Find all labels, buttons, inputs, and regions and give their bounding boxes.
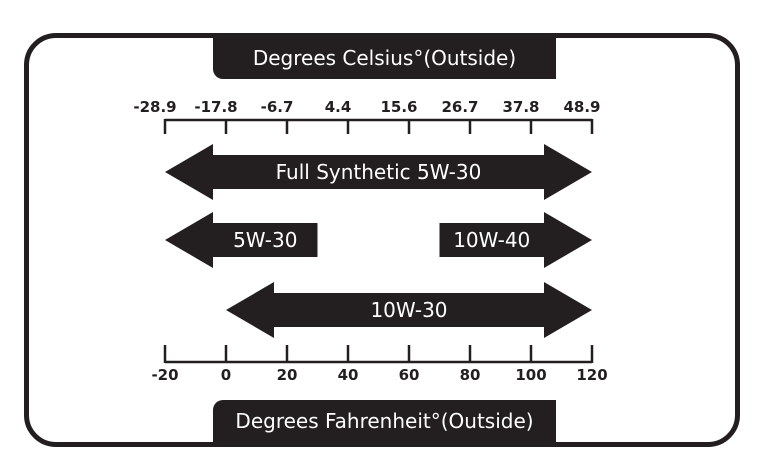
celsius-tick: 26.7 [441, 98, 479, 134]
celsius-tick: 15.6 [380, 98, 418, 134]
fahrenheit-tick: 120 [576, 345, 608, 384]
arrow-shape [226, 282, 592, 338]
fahrenheit-tick: 100 [515, 345, 547, 384]
celsius-tick: -17.8 [194, 98, 238, 134]
oil-range-arrow: 10W-30 [226, 282, 592, 338]
fahrenheit-tick: 40 [338, 345, 359, 384]
fahrenheit-tick: 0 [221, 345, 231, 384]
fahrenheit-tick-label: -20 [151, 366, 178, 384]
celsius-tick: -6.7 [261, 98, 294, 134]
celsius-tick: 48.9 [563, 98, 601, 134]
oil-label: 10W-40 [453, 228, 530, 252]
fahrenheit-tick-label: 40 [338, 366, 359, 384]
fahrenheit-tick-label: 20 [277, 366, 298, 384]
celsius-tick: 4.4 [325, 98, 352, 134]
celsius-tick-label: -28.9 [133, 98, 176, 116]
oil-range-arrow: 10W-40 [439, 212, 592, 268]
oil-label: 5W-30 [233, 228, 297, 252]
fahrenheit-tick: 80 [460, 345, 481, 384]
chart-frame [24, 33, 740, 447]
celsius-tick-label: 48.9 [563, 98, 600, 116]
celsius-tick-label: -6.7 [261, 98, 294, 116]
oil-label: 10W-30 [370, 298, 447, 322]
celsius-tick: -28.9 [133, 98, 177, 134]
celsius-tick-label: 26.7 [441, 98, 478, 116]
oil-label: Full Synthetic 5W-30 [276, 160, 482, 184]
arrow-shape [439, 212, 592, 268]
fahrenheit-tick-label: 100 [515, 366, 546, 384]
celsius-tick-label: 15.6 [380, 98, 417, 116]
fahrenheit-tick-label: 120 [576, 366, 607, 384]
arrow-shape [165, 144, 592, 200]
arrow-shape [165, 212, 318, 268]
fahrenheit-tick: 60 [399, 345, 420, 384]
fahrenheit-tick-label: 0 [221, 366, 231, 384]
fahrenheit-tick-label: 60 [399, 366, 420, 384]
oil-range-arrow: Full Synthetic 5W-30 [165, 144, 592, 200]
celsius-tick-label: 4.4 [325, 98, 352, 116]
celsius-tick: 37.8 [502, 98, 540, 134]
fahrenheit-axis-title: Degrees Fahrenheit°(Outside) [213, 400, 556, 442]
celsius-axis-title: Degrees Celsius°(Outside) [213, 37, 556, 79]
celsius-tick-label: 37.8 [502, 98, 539, 116]
oil-range-arrow: 5W-30 [165, 212, 318, 268]
fahrenheit-tick: -20 [151, 345, 179, 384]
fahrenheit-tick: 20 [277, 345, 298, 384]
fahrenheit-tick-label: 80 [460, 366, 481, 384]
celsius-tick-label: -17.8 [194, 98, 237, 116]
